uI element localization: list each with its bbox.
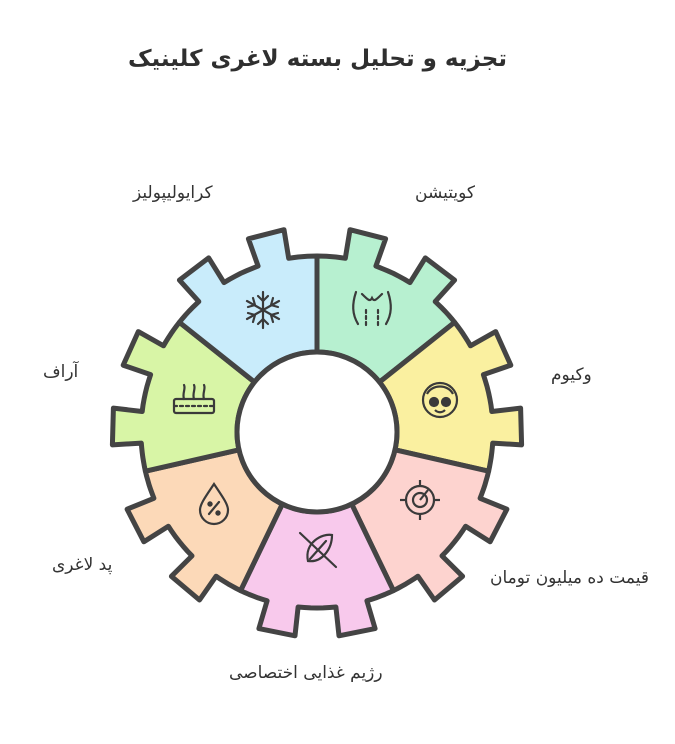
face-mask-icon (421, 381, 459, 419)
label-price: قیمت ده میلیون تومان (490, 568, 650, 588)
label-cryolipolysis: کرایولیپولیز (133, 183, 213, 203)
no-food-icon (298, 531, 338, 569)
target-gauge-icon (400, 480, 440, 520)
body-contour-icon (352, 290, 392, 328)
skin-layers-icon (172, 383, 216, 415)
snowflake-icon (245, 290, 281, 330)
label-slimming-pad: پد لاغری (52, 555, 113, 575)
label-rf: آراف (43, 362, 79, 382)
drop-percent-icon (198, 482, 230, 526)
label-vacuum: وکیوم (551, 365, 592, 385)
label-cavitation: کویتیشن (415, 183, 475, 203)
label-diet: رژیم غذایی اختصاصی (229, 663, 383, 683)
gear-hub (234, 349, 400, 515)
diagram-title: تجزیه و تحلیل بسته لاغری کلینیک (127, 46, 508, 72)
